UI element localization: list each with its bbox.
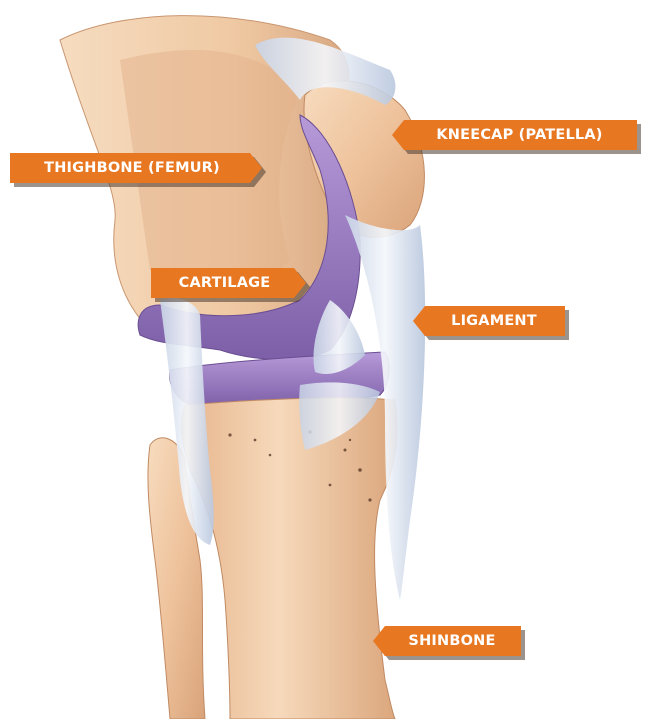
shinbone-label: SHINBONE bbox=[373, 626, 521, 656]
ligament-label: LIGAMENT bbox=[413, 306, 565, 336]
tibia-bone bbox=[182, 398, 397, 719]
femur-label: THIGHBONE (FEMUR) bbox=[10, 153, 262, 183]
patella-label: KNEECAP (PATELLA) bbox=[392, 120, 637, 150]
cartilage-label: CARTILAGE bbox=[151, 268, 306, 298]
